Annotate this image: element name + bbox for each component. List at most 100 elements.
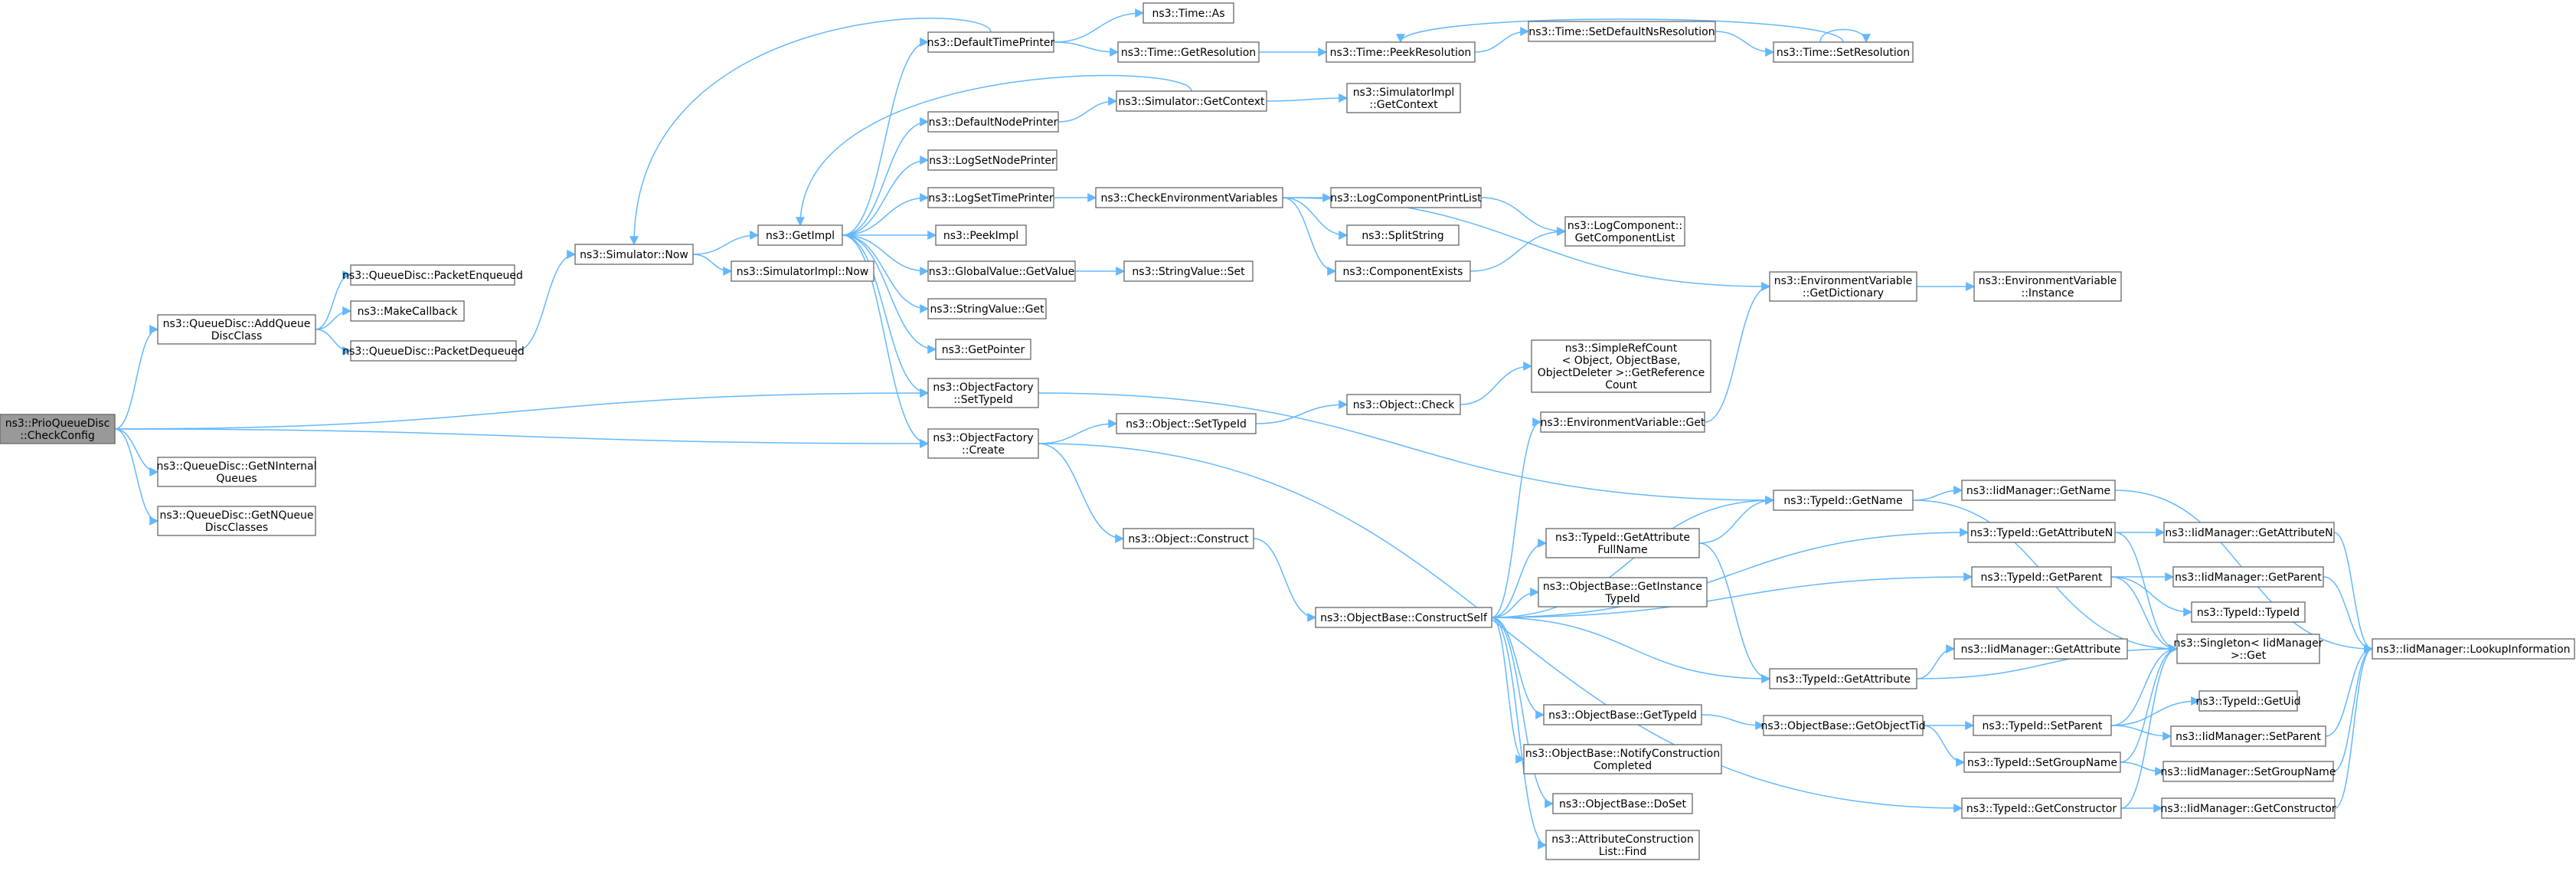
node-notifyconst[interactable]: ns3::ObjectBase::NotifyConstructionCompl… <box>1523 744 1722 774</box>
node-lookupinfo[interactable]: ns3::IidManager::LookupInformation <box>2372 638 2575 660</box>
node-label: ns3::IidManager::GetAttribute <box>1961 643 2121 656</box>
node-tidgetattr[interactable]: ns3::TypeId::GetAttribute <box>1769 668 1917 689</box>
node-envinstance[interactable]: ns3::EnvironmentVariable::Instance <box>1973 271 2122 302</box>
node-checkenv[interactable]: ns3::CheckEnvironmentVariables <box>1095 187 1283 208</box>
node-iidgetattr[interactable]: ns3::IidManager::GetAttribute <box>1953 638 2128 660</box>
node-logsetnode[interactable]: ns3::LogSetNodePrinter <box>927 149 1058 171</box>
node-tidgetname[interactable]: ns3::TypeId::GetName <box>1773 490 1914 511</box>
node-timegetres[interactable]: ns3::Time::GetResolution <box>1117 41 1260 63</box>
edge-tidgetparent-to-singleton <box>2110 576 2179 653</box>
node-svget[interactable]: ns3::StringValue::Get <box>927 298 1047 319</box>
node-defnodeprinter[interactable]: ns3::DefaultNodePrinter <box>927 111 1059 133</box>
node-pktdeq[interactable]: ns3::QueueDisc::PacketDequeued <box>342 340 525 362</box>
node-refcount[interactable]: ns3::SimpleRefCount< Object, ObjectBase,… <box>1531 339 1711 393</box>
node-pktenq[interactable]: ns3::QueueDisc::PacketEnqueued <box>342 264 523 286</box>
node-label: ns3::GetPointer <box>942 344 1025 356</box>
node-objcheck[interactable]: ns3::Object::Check <box>1346 394 1461 415</box>
node-tidgetuid[interactable]: ns3::TypeId::GetUid <box>2195 690 2301 712</box>
node-getimpl[interactable]: ns3::GetImpl <box>757 224 843 246</box>
node-timepeekres[interactable]: ns3::Time::PeekResolution <box>1326 41 1476 63</box>
node-obgetobjtid[interactable]: ns3::ObjectBase::GetObjectTid <box>1760 715 1926 736</box>
node-iidgetctor[interactable]: ns3::IidManager::GetConstructor <box>2160 797 2336 819</box>
edge-iidsetgroup-to-lookupinfo <box>2332 644 2374 772</box>
node-label: ::SetTypeId <box>953 394 1013 406</box>
node-label: ObjectDeleter >::GetReference <box>1538 367 1705 379</box>
node-iidsetgroup[interactable]: ns3::IidManager::SetGroupName <box>2161 761 2336 782</box>
node-iidsetparent[interactable]: ns3::IidManager::SetParent <box>2170 725 2326 747</box>
edge-tidgetctor-to-singleton <box>2120 644 2179 809</box>
node-box <box>927 149 1058 171</box>
node-label: ns3::IidManager::SetParent <box>2176 731 2321 743</box>
node-box <box>1769 668 1917 689</box>
edge-pktdeq-to-simnow <box>515 250 577 352</box>
edge-getimpl-to-svget <box>842 234 930 313</box>
node-peekimpl[interactable]: ns3::PeekImpl <box>935 224 1027 246</box>
node-timesetres[interactable]: ns3::Time::SetResolution <box>1773 41 1914 63</box>
node-label: ns3::QueueDisc::GetNInternal <box>157 460 317 473</box>
node-envget[interactable]: ns3::EnvironmentVariable::Get <box>1540 411 1705 433</box>
node-logsettime[interactable]: ns3::LogSetTimePrinter <box>927 187 1054 208</box>
node-checkconfig[interactable]: ns3::PrioQueueDisc::CheckConfig <box>0 414 116 444</box>
edge-obgetobjtid-to-tidsetgroup <box>1922 725 1966 767</box>
edge-addqueue-to-pktenq <box>315 270 352 330</box>
edge-getattrfull-to-tidgetattr <box>1698 542 1771 683</box>
node-label: ns3::ObjectBase::DoSet <box>1559 798 1686 810</box>
node-timeas[interactable]: ns3::Time::As <box>1143 2 1234 24</box>
node-label: ns3::LogComponent:: <box>1568 220 1682 232</box>
node-tidgetattrn[interactable]: ns3::TypeId::GetAttributeN <box>1967 522 2116 543</box>
edge-checkconfig-to-ofcreate <box>114 428 930 448</box>
node-tidtypeid[interactable]: ns3::TypeId::TypeId <box>2191 601 2306 623</box>
node-tidsetgroup[interactable]: ns3::TypeId::SetGroupName <box>1963 752 2121 773</box>
edges-layer <box>114 8 2374 850</box>
node-iidgetattrn[interactable]: ns3::IidManager::GetAttributeN <box>2163 522 2335 543</box>
node-simimplnow[interactable]: ns3::SimulatorImpl::Now <box>731 260 874 282</box>
node-simimplctx[interactable]: ns3::SimulatorImpl::GetContext <box>1346 83 1461 113</box>
node-label: ns3::TypeId::GetParent <box>1981 571 2103 584</box>
node-label: ns3::TypeId::GetUid <box>2195 696 2300 708</box>
node-obgettypeid[interactable]: ns3::ObjectBase::GetTypeId <box>1543 704 1702 725</box>
edge-constructself-to-attrlistfind <box>1491 617 1548 850</box>
node-label: DiscClasses <box>205 522 268 534</box>
node-ofcreate[interactable]: ns3::ObjectFactory::Create <box>927 428 1039 459</box>
node-simgetctx[interactable]: ns3::Simulator::GetContext <box>1116 90 1267 112</box>
edge-getimpl-to-logsetnode <box>842 156 930 236</box>
edge-obgettypeid-to-obgetobjtid <box>1701 714 1765 730</box>
node-svset[interactable]: ns3::StringValue::Set <box>1123 260 1254 282</box>
node-tidsetparent[interactable]: ns3::TypeId::SetParent <box>1973 715 2112 736</box>
node-gvgetvalue[interactable]: ns3::GlobalValue::GetValue <box>927 260 1076 282</box>
node-objsettypeid[interactable]: ns3::Object::SetTypeId <box>1116 413 1257 434</box>
edge-defnodeprinter-to-simgetctx <box>1058 97 1118 123</box>
node-ofsettypeid[interactable]: ns3::ObjectFactory::SetTypeId <box>927 378 1039 408</box>
node-deftimeprinter[interactable]: ns3::DefaultTimePrinter <box>927 31 1055 53</box>
node-compexists[interactable]: ns3::ComponentExists <box>1335 260 1471 282</box>
node-doset[interactable]: ns3::ObjectBase::DoSet <box>1552 793 1693 814</box>
node-objconstruct[interactable]: ns3::Object::Construct <box>1123 528 1254 549</box>
node-box <box>350 340 517 362</box>
node-label: ns3::ComponentExists <box>1343 266 1463 278</box>
node-box <box>1967 522 2116 543</box>
node-timesetdefns[interactable]: ns3::Time::SetDefaultNsResolution <box>1528 21 1716 42</box>
node-makecb[interactable]: ns3::MakeCallback <box>350 300 465 322</box>
node-logcompprint[interactable]: ns3::LogComponentPrintList <box>1330 187 1482 208</box>
node-tidgetctor[interactable]: ns3::TypeId::GetConstructor <box>1961 797 2122 819</box>
edge-simgetctx-to-getimpl <box>796 74 1192 227</box>
node-getpointer[interactable]: ns3::GetPointer <box>935 339 1031 360</box>
node-label: ns3::TypeId::SetGroupName <box>1967 757 2117 769</box>
node-logcompgetlist[interactable]: ns3::LogComponent::GetComponentList <box>1564 216 1685 247</box>
node-iidgetname[interactable]: ns3::IidManager::GetName <box>1961 480 2116 501</box>
node-iidgetparent[interactable]: ns3::IidManager::GetParent <box>2172 566 2324 588</box>
node-constructself[interactable]: ns3::ObjectBase::ConstructSelf <box>1315 607 1492 628</box>
node-tidgetparent[interactable]: ns3::TypeId::GetParent <box>1971 566 2112 588</box>
node-envgetdict[interactable]: ns3::EnvironmentVariable::GetDictionary <box>1769 271 1917 302</box>
node-splitstring[interactable]: ns3::SplitString <box>1346 224 1460 246</box>
node-singleton[interactable]: ns3::Singleton< IidManager>::Get <box>2174 634 2323 664</box>
edge-timesetdefns-to-timesetres <box>1715 31 1775 57</box>
edge-constructself-to-tidgetname <box>1491 496 1775 618</box>
node-simnow[interactable]: ns3::Simulator::Now <box>574 244 694 265</box>
